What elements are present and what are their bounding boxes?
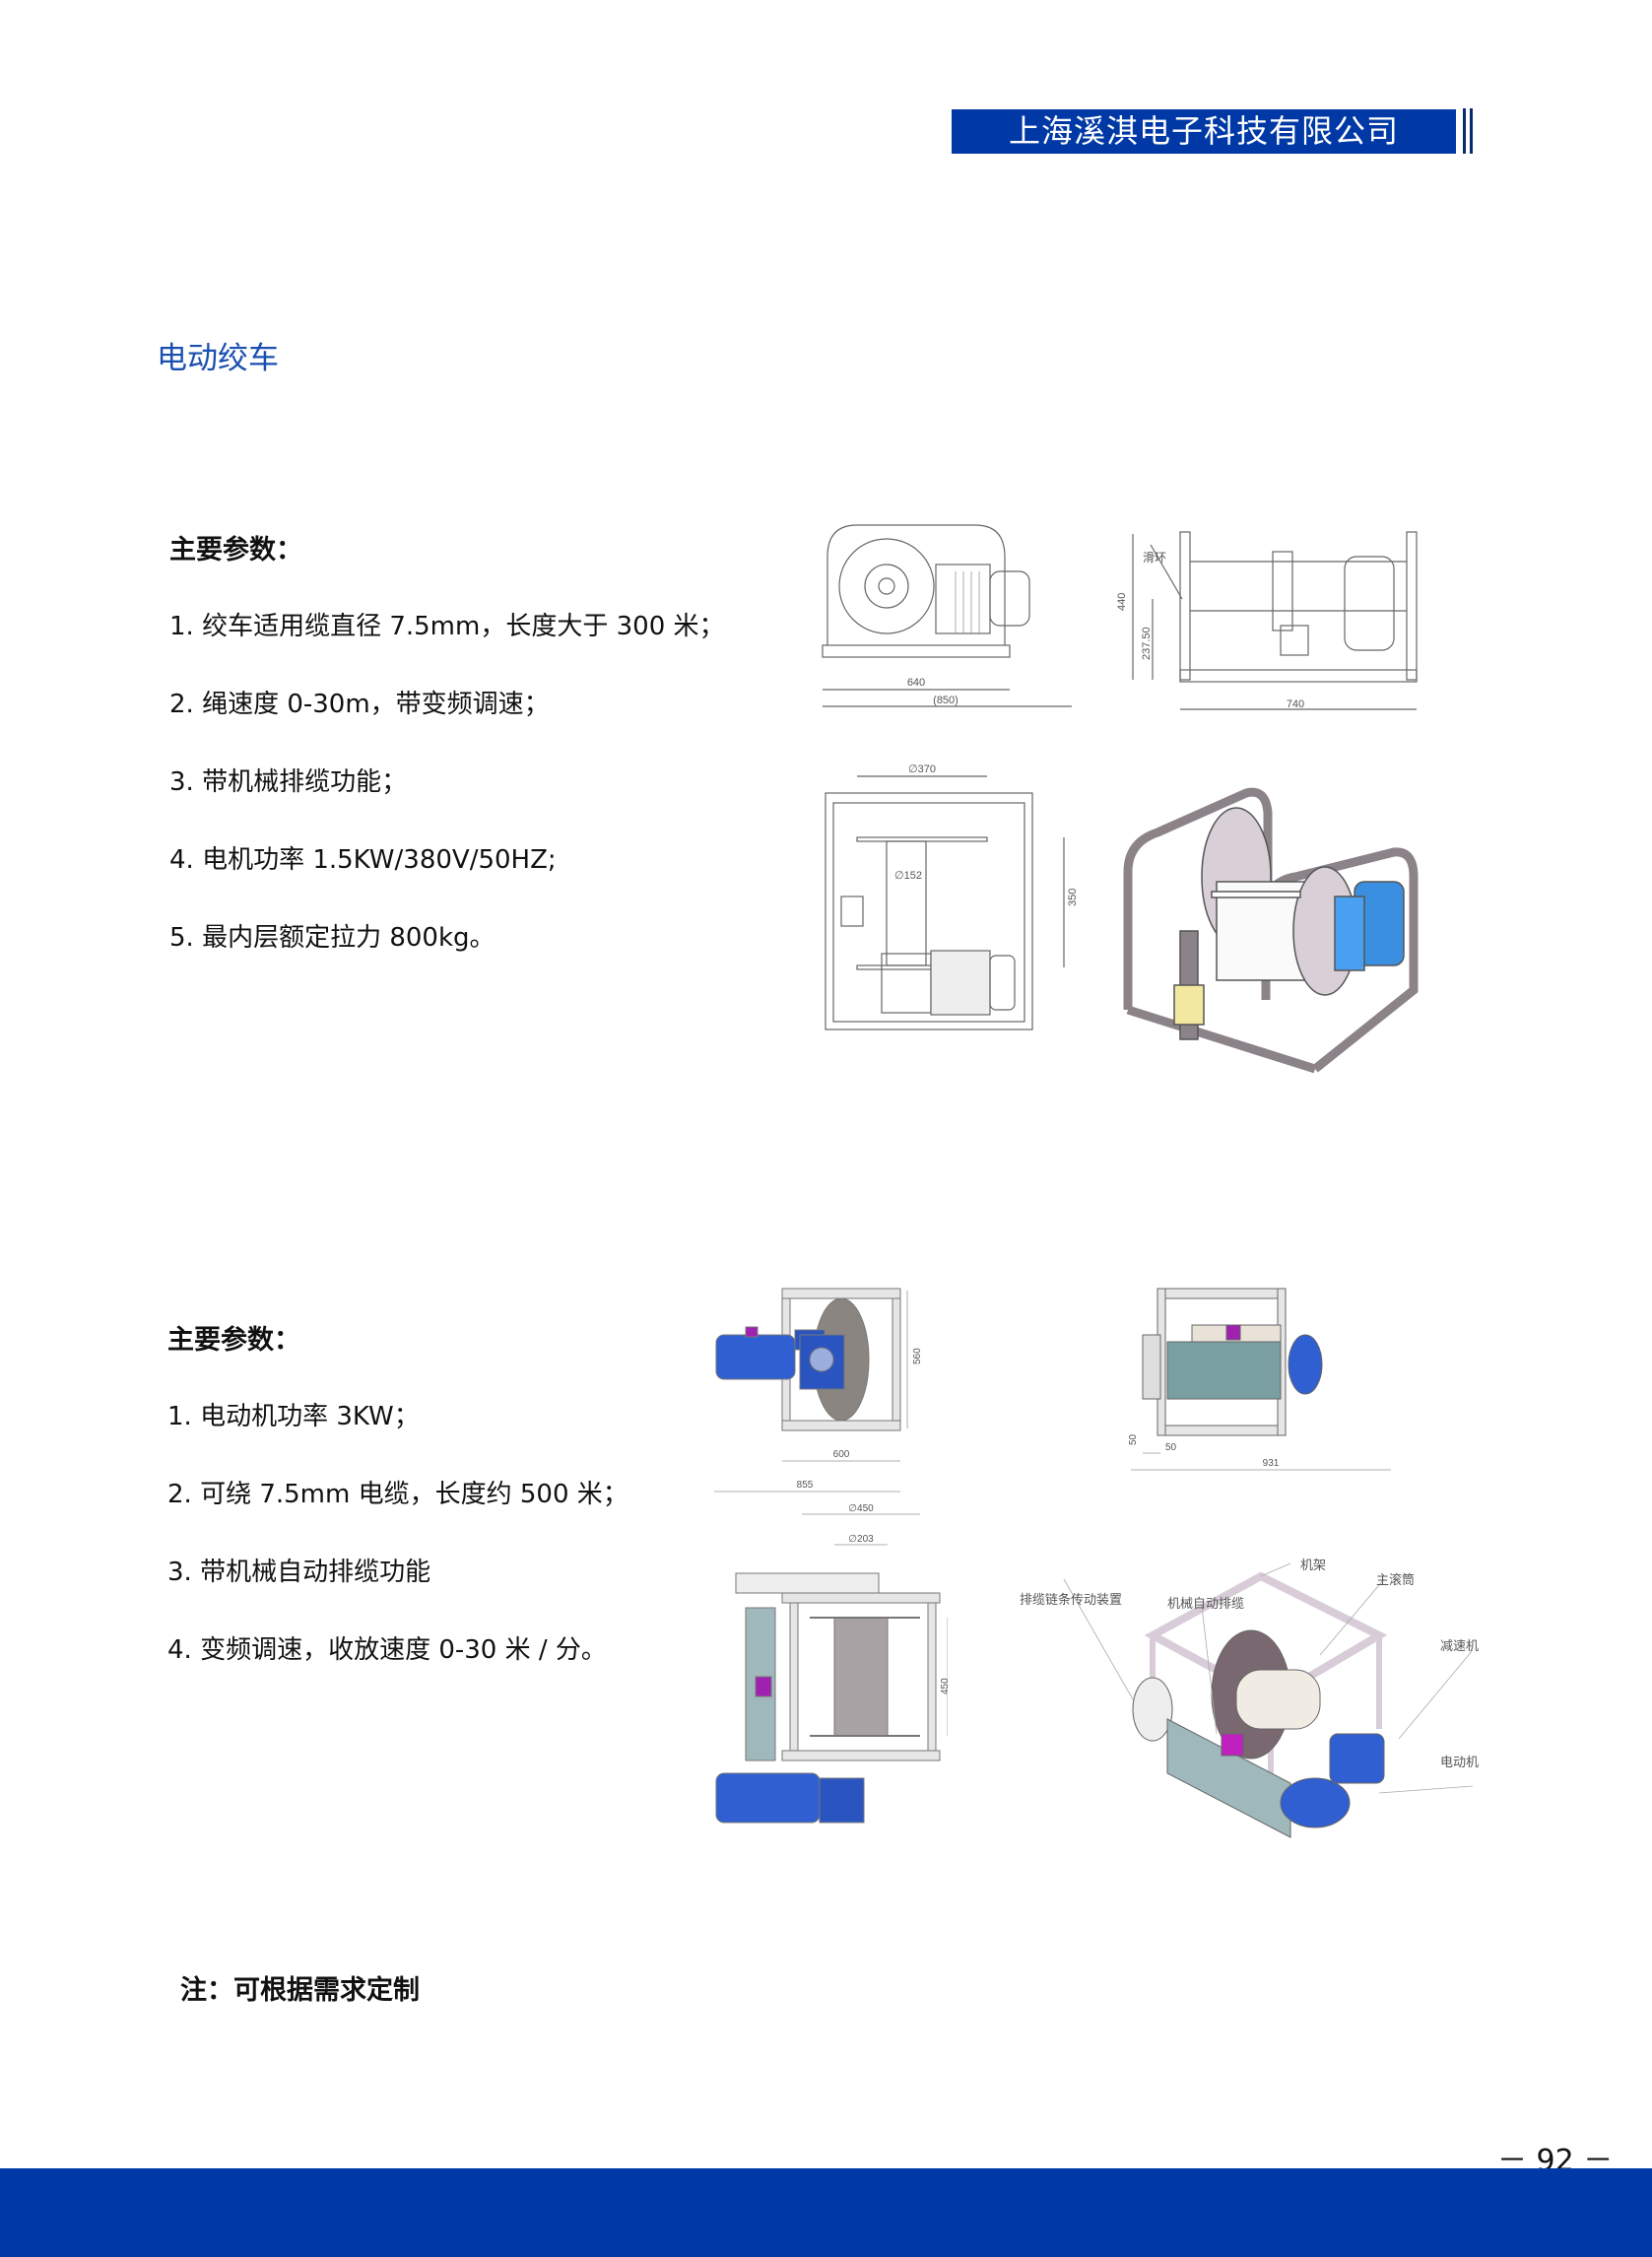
dim-label: ∅370 bbox=[908, 763, 936, 775]
dim-label: ∅152 bbox=[894, 870, 922, 882]
banner-rule bbox=[1470, 108, 1473, 154]
spec-item: 4. 变频调速，收放速度 0-30 米 / 分。 bbox=[167, 1635, 607, 1665]
spec-item: 2. 可绕 7.5mm 电缆，长度约 500 米； bbox=[167, 1480, 628, 1509]
dim-label: 740 bbox=[1287, 698, 1304, 710]
spec-item: 1. 绞车适用缆直径 7.5mm，长度大于 300 米； bbox=[169, 612, 725, 641]
section-title: 电动绞车 bbox=[157, 341, 279, 376]
company-banner: 上海溪淇电子科技有限公司 bbox=[952, 109, 1456, 154]
isometric-drawing-2: 机架 主滚筒 排缆链条传动装置 机械自动排缆 减速机 电动机 bbox=[1020, 1558, 1479, 1838]
dim-label: ∅203 bbox=[848, 1534, 874, 1545]
banner-rule bbox=[1463, 108, 1466, 154]
front-view-drawing-1: 640 (850) bbox=[822, 524, 1072, 707]
callout-drum: 主滚筒 bbox=[1376, 1572, 1415, 1587]
dim-label: (850) bbox=[933, 695, 958, 706]
isometric-drawing-1 bbox=[1123, 787, 1419, 1074]
callout-spooler: 机械自动排缆 bbox=[1167, 1596, 1244, 1611]
spec-item: 1. 电动机功率 3KW； bbox=[167, 1402, 420, 1431]
dim-label: 600 bbox=[833, 1449, 850, 1460]
spec-item: 5. 最内层额定拉力 800kg。 bbox=[169, 923, 496, 953]
specs-heading: 主要参数： bbox=[167, 1325, 300, 1356]
side-view-drawing-1: 滑环 440 237.50 740 bbox=[1116, 531, 1418, 710]
top-view-drawing-1: ∅370 ∅152 350 bbox=[825, 763, 1079, 1030]
dim-label: 50 bbox=[1128, 1433, 1139, 1445]
dim-label: 237.50 bbox=[1141, 627, 1153, 660]
spec-item: 3. 带机械自动排缆功能 bbox=[167, 1558, 431, 1587]
dim-label: 931 bbox=[1263, 1458, 1280, 1469]
side-view-drawing-2: 50 50 931 bbox=[1128, 1288, 1391, 1471]
dim-label: 855 bbox=[797, 1480, 814, 1491]
callout-chain: 排缆链条传动装置 bbox=[1020, 1592, 1122, 1607]
spec-item: 4. 电机功率 1.5KW/380V/50HZ; bbox=[169, 845, 557, 875]
callout-frame: 机架 bbox=[1300, 1558, 1326, 1572]
dim-label: 440 bbox=[1116, 593, 1128, 611]
spec-item: 2. 绳速度 0-30m，带变频调速； bbox=[169, 690, 550, 719]
front-view-drawing-2: 600 855 560 bbox=[714, 1288, 923, 1493]
dim-label: 350 bbox=[1067, 889, 1079, 906]
dim-label: ∅450 bbox=[848, 1503, 874, 1514]
spec-item: 3. 带机械排缆功能； bbox=[169, 767, 408, 797]
dim-label: 560 bbox=[912, 1348, 923, 1364]
dim-label: 50 bbox=[1165, 1442, 1177, 1453]
dim-label: 450 bbox=[940, 1678, 948, 1694]
callout-motor: 电动机 bbox=[1440, 1755, 1479, 1769]
dim-label: 640 bbox=[907, 677, 925, 689]
footer-bar bbox=[0, 2168, 1652, 2257]
top-view-drawing-2: ∅450 ∅203 450 bbox=[715, 1503, 948, 1824]
specs-heading: 主要参数： bbox=[169, 535, 302, 565]
customization-note: 注：可根据需求定制 bbox=[180, 1975, 420, 2006]
callout-reducer: 减速机 bbox=[1440, 1638, 1479, 1653]
slip-ring-label: 滑环 bbox=[1143, 551, 1166, 564]
